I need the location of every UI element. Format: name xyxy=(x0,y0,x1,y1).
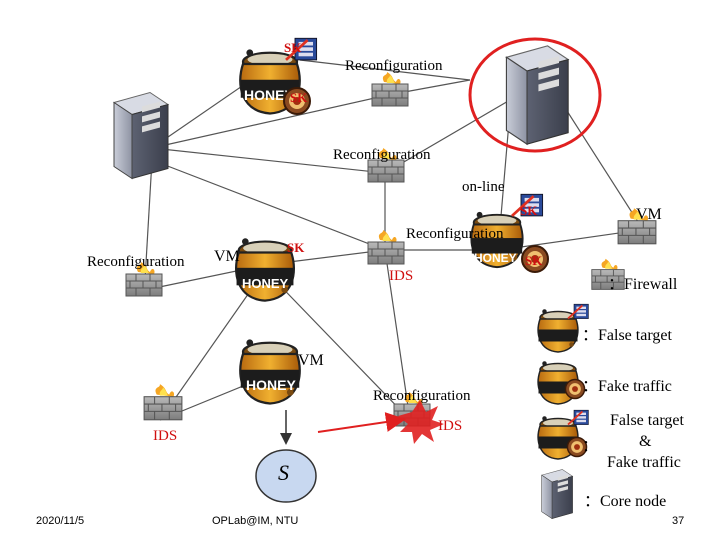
footer-page: 37 xyxy=(672,515,685,527)
legend-both-colon: ： xyxy=(582,438,599,455)
core-node-server-left xyxy=(113,91,169,180)
vm-label-bottom: VM xyxy=(298,352,324,369)
firewall-icon xyxy=(371,72,409,107)
legend-false-target-icon xyxy=(537,303,590,353)
core-node-server-right xyxy=(505,45,569,145)
legend-fake-traffic: ：Fake traffic xyxy=(582,378,672,395)
firewall-icon xyxy=(367,230,405,265)
legend-both-icon xyxy=(537,409,590,460)
footer-org: OPLab@IM, NTU xyxy=(212,515,299,527)
honeypot-bottom: HONEY xyxy=(238,338,302,405)
attack-burst-icon xyxy=(398,400,444,444)
honeypot-left: HONEY xyxy=(234,237,296,302)
honeypot-center-right: HONEY xyxy=(470,192,549,273)
reconf-label-mid: Reconfiguration xyxy=(333,147,431,163)
sk-label-right: SK xyxy=(520,203,538,218)
legend-core-node: ：Core node xyxy=(584,493,667,510)
legend-both-line2: & xyxy=(639,433,652,450)
reconf-label-center-right: Reconfiguration xyxy=(406,226,504,242)
sk-label-left: SK xyxy=(287,240,305,255)
attack-arrow xyxy=(317,412,406,433)
firewall-icon xyxy=(143,384,183,421)
legend-firewall: ：Firewall xyxy=(608,276,678,293)
legend-both-line3: Fake traffic xyxy=(607,454,681,471)
online-label: on-line xyxy=(462,179,505,195)
reconf-label-top: Reconfiguration xyxy=(345,58,443,74)
honeypot-label: HONEY xyxy=(242,276,289,291)
ids-label-left: IDS xyxy=(153,428,178,444)
vm-label-right: VM xyxy=(636,206,662,223)
source-node xyxy=(255,449,317,503)
sk-label-top: SK xyxy=(284,40,302,55)
ids-label-bottom-right: IDS xyxy=(438,418,463,434)
legend-core-node-icon xyxy=(541,469,573,519)
legend-fake-traffic-icon xyxy=(537,360,586,405)
vm-label-left: VM xyxy=(214,248,240,265)
honeypot-label: HONEY xyxy=(244,87,294,103)
footer-date: 2020/11/5 xyxy=(36,515,85,527)
ids-label-center: IDS xyxy=(389,268,414,284)
highlight-circle xyxy=(468,37,602,153)
reconf-label-left: Reconfiguration xyxy=(87,254,185,270)
legend-false-target: ：False target xyxy=(582,327,672,344)
source-label: S xyxy=(278,460,289,485)
sk-label-right-2: SK xyxy=(525,253,543,268)
sk-label-top-2: SK xyxy=(290,90,308,105)
honeypot-label: HONEY xyxy=(246,377,296,393)
reconf-label-bottom: Reconfiguration xyxy=(373,388,471,404)
legend-both-line1: False target xyxy=(610,412,684,429)
honeypot-top: HONEY xyxy=(238,36,319,115)
honeypot-label: HONEY xyxy=(474,251,517,265)
